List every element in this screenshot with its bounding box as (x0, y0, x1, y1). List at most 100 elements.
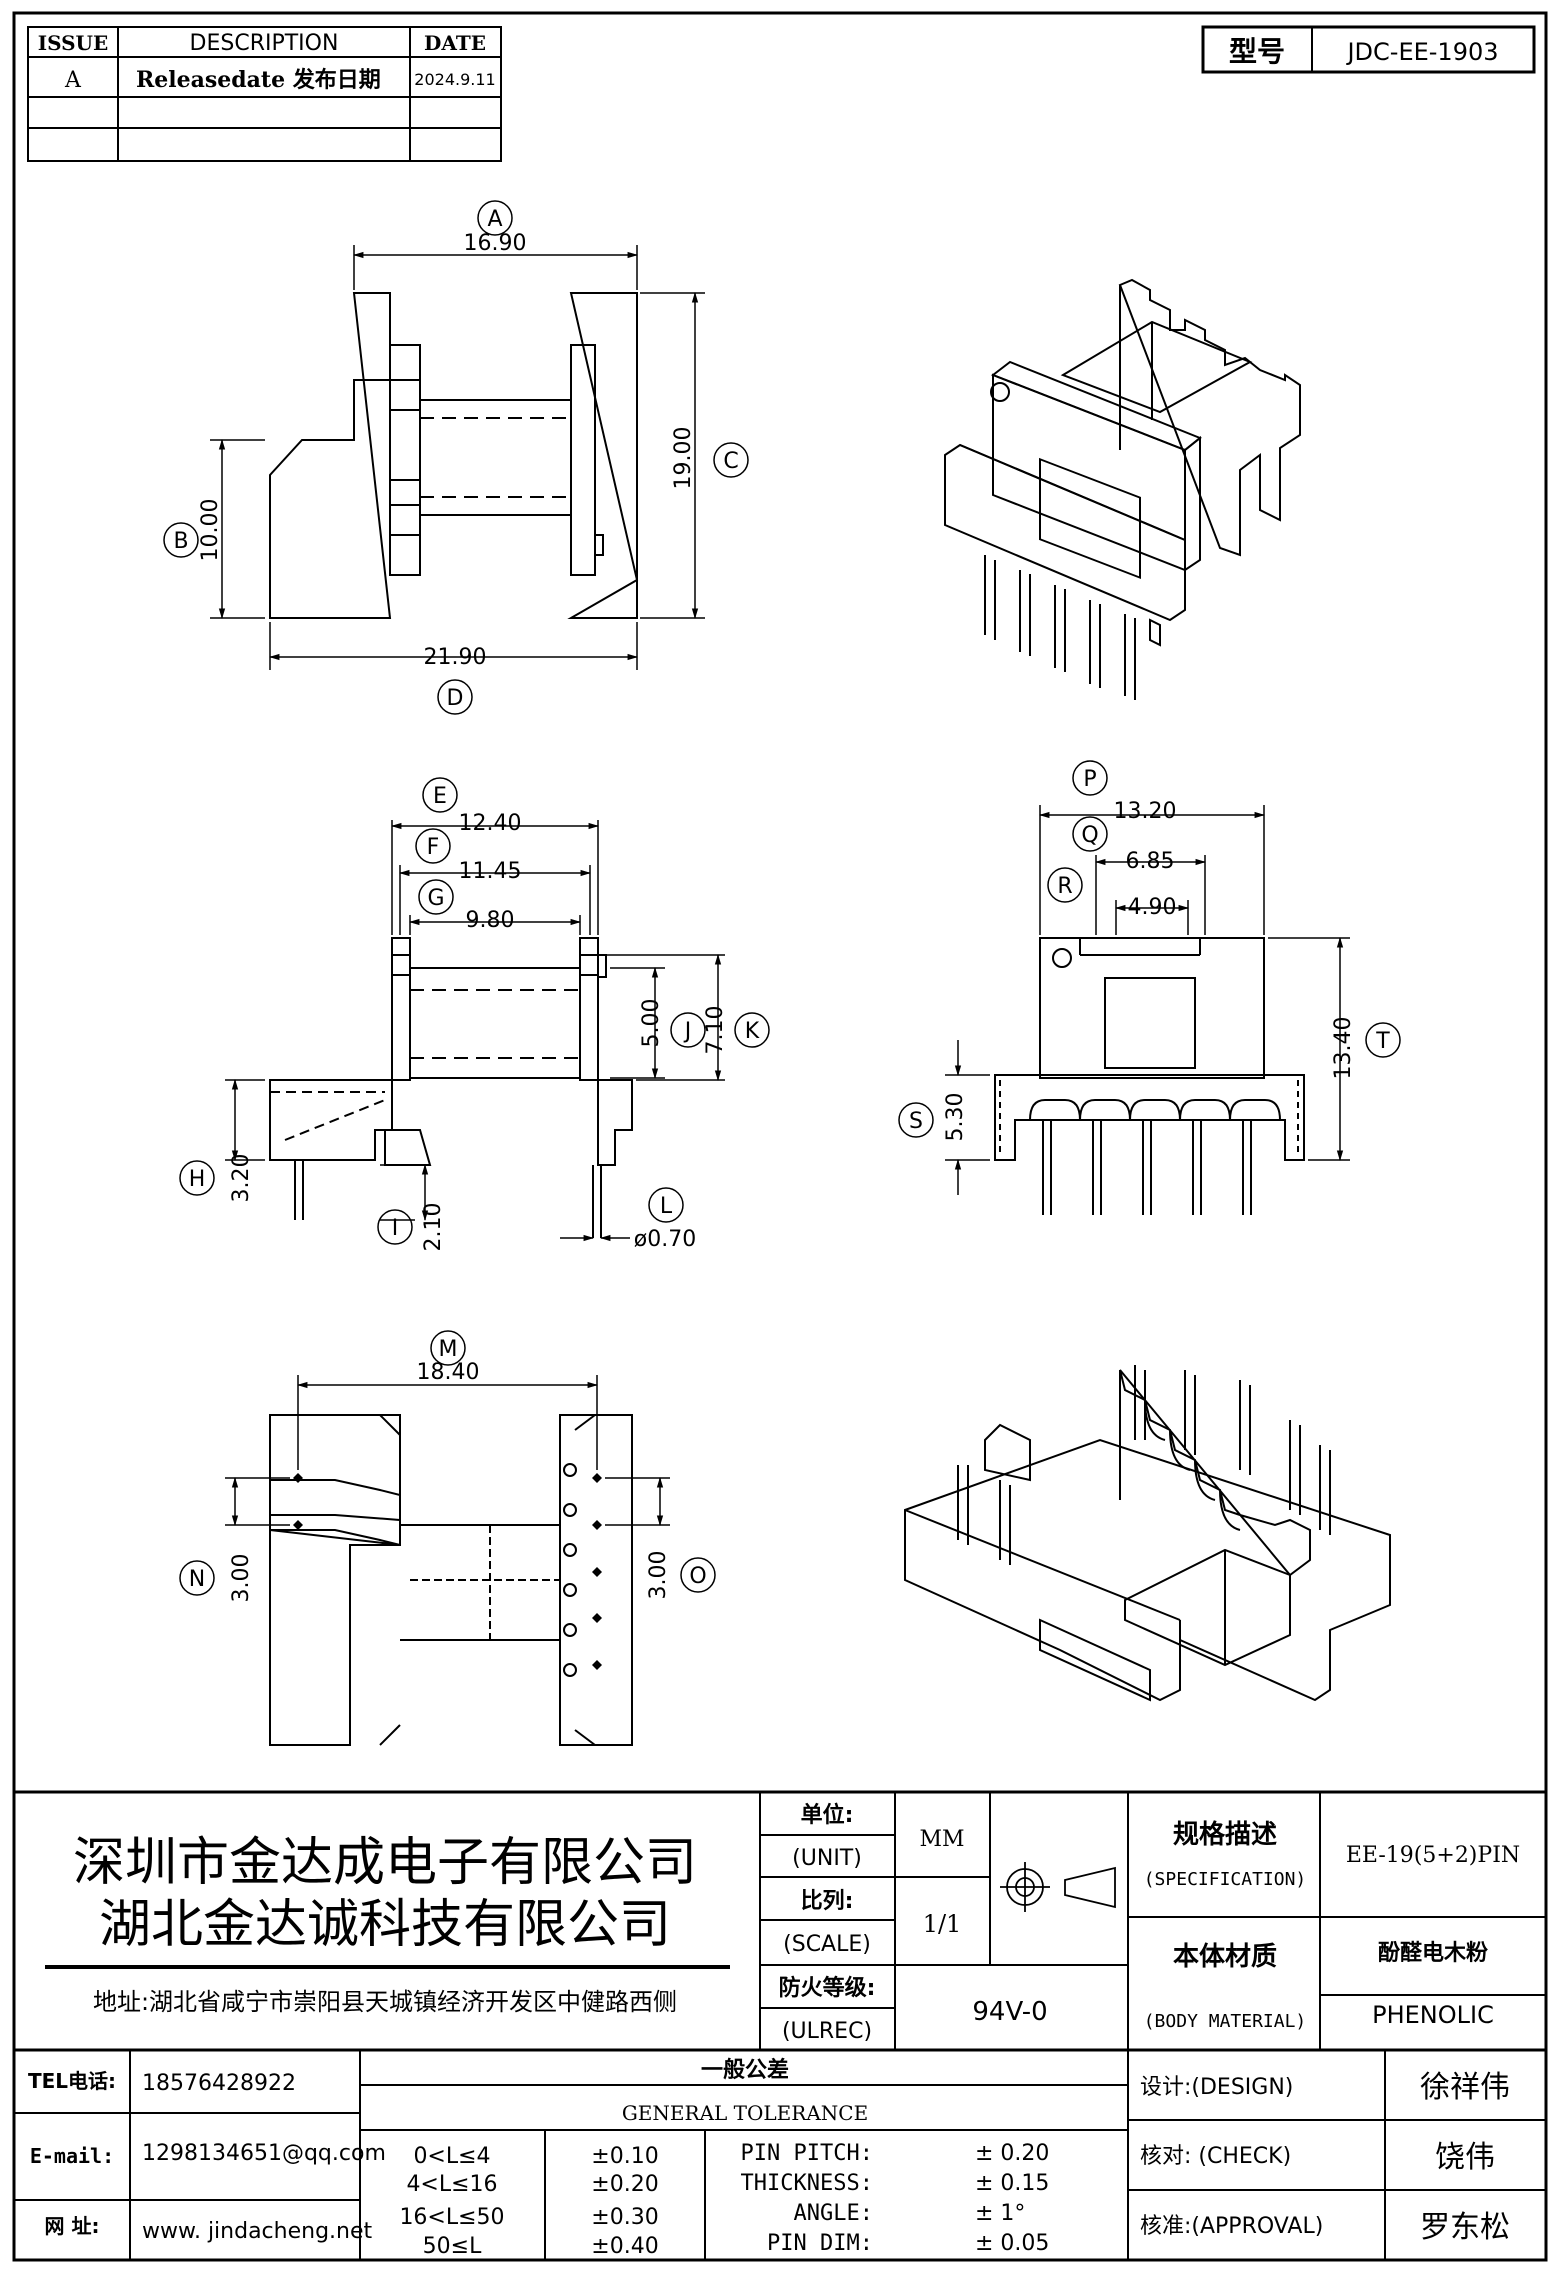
scale-label-en: (SCALE) (783, 1932, 871, 1957)
bottom-view (269, 1414, 633, 1746)
email-value: 1298134651@qq.com (142, 2141, 386, 2166)
tolerance-value: ±0.10 (591, 2144, 658, 2169)
dim-h: H 3.20 (179, 1154, 254, 1203)
approval-name: 罗东松 (1420, 2210, 1510, 2245)
dim-e: E 12.40 (422, 777, 521, 836)
dim-m: M 18.40 (417, 1330, 480, 1385)
spec-label-en: (SPECIFICATION) (1144, 1869, 1307, 1890)
tolerance-value: ±0.20 (591, 2172, 658, 2197)
svg-text:K: K (745, 1019, 760, 1044)
dim-a: A 16.90 (464, 200, 527, 256)
rev-row-issue: A (64, 68, 82, 93)
tolerance-other-name: ANGLE: (794, 2201, 873, 2226)
svg-text:N: N (189, 1567, 205, 1592)
svg-text:6.85: 6.85 (1126, 849, 1175, 874)
company-name-1: 深圳市金达成电子有限公司 (73, 1833, 697, 1893)
svg-text:11.45: 11.45 (459, 859, 522, 884)
svg-text:ø0.70: ø0.70 (634, 1227, 696, 1252)
svg-text:3.00: 3.00 (646, 1551, 671, 1600)
sheet-border (12, 11, 1548, 2262)
top-view-dims (210, 245, 705, 670)
svg-text:O: O (689, 1564, 706, 1589)
tolerance-other-value: ± 0.05 (975, 2231, 1049, 2256)
svg-text:16.90: 16.90 (464, 231, 527, 256)
svg-text:T: T (1375, 1029, 1390, 1054)
tolerance-value: ±0.30 (591, 2205, 658, 2230)
dim-g: G 9.80 (418, 879, 515, 933)
tolerance-other-value: ± 0.20 (975, 2141, 1049, 2166)
material-label-cn: 本体材质 (1173, 1942, 1277, 1972)
scale-value: 1/1 (923, 1910, 962, 1938)
svg-text:P: P (1083, 767, 1096, 792)
svg-text:3.20: 3.20 (229, 1154, 254, 1203)
rev-header-date: DATE (424, 31, 486, 55)
dim-o: 3.00 O (646, 1551, 716, 1600)
top-view (269, 292, 639, 619)
svg-text:5.00: 5.00 (639, 999, 664, 1048)
material-label-en: (BODY MATERIAL) (1144, 2011, 1307, 2032)
model-box (1201, 25, 1536, 74)
bottom-view-pin-marks (293, 1473, 602, 1670)
ulrec-value: 94V-0 (972, 1997, 1047, 2027)
email-label: E-mail: (30, 2144, 114, 2168)
tolerance-value: ±0.40 (591, 2234, 658, 2259)
front-view-dims (225, 820, 725, 1242)
svg-text:D: D (447, 686, 464, 711)
dim-c: C 19.00 (671, 427, 749, 490)
tolerance-other-value: ± 1° (975, 2201, 1025, 2226)
dim-l: L ø0.70 (634, 1187, 696, 1252)
svg-text:G: G (427, 886, 444, 911)
svg-text:I: I (392, 1216, 399, 1241)
unit-value: MM (919, 1827, 964, 1852)
model-value: JDC-EE-1903 (1345, 38, 1498, 66)
scale-label-cn: 比列: (801, 1889, 854, 1914)
svg-text:F: F (427, 835, 440, 860)
svg-text:9.80: 9.80 (466, 908, 515, 933)
svg-text:E: E (433, 784, 447, 809)
tel-value: 18576428922 (142, 2071, 296, 2096)
svg-text:7.10: 7.10 (703, 1006, 728, 1055)
rev-header-issue: ISSUE (38, 31, 109, 55)
dim-f: F 11.45 (415, 828, 522, 884)
projection-symbol-icon (1000, 1862, 1116, 1912)
svg-text:S: S (909, 1109, 923, 1134)
svg-text:4.90: 4.90 (1128, 895, 1177, 920)
side-view (994, 937, 1305, 1215)
tolerance-range: 16<L≤50 (399, 2205, 504, 2230)
tolerance-ranges: 0<L≤4 4<L≤16 16<L≤50 50≤L ±0.10 ±0.20 ±0… (399, 2144, 658, 2259)
svg-text:L: L (660, 1194, 673, 1219)
check-name: 饶伟 (1435, 2140, 1495, 2175)
rev-row-description: Releasedate 发布日期 (136, 67, 381, 93)
dim-b: B 10.00 (163, 499, 223, 561)
tolerance-title-cn: 一般公差 (701, 2057, 789, 2083)
svg-text:13.40: 13.40 (1331, 1017, 1356, 1080)
svg-text:R: R (1057, 874, 1072, 899)
approval-label: 核准:(APPROVAL) (1140, 2214, 1323, 2239)
bottom-view-dims (225, 1375, 670, 1527)
svg-text:18.40: 18.40 (417, 1360, 480, 1385)
iso-view-1 (944, 278, 1301, 700)
web-label: 网 址: (45, 2214, 100, 2238)
spec-value: EE-19(5+2)PIN (1346, 1843, 1520, 1868)
svg-text:21.90: 21.90 (424, 645, 487, 670)
unit-label-cn: 单位: (801, 1802, 854, 1828)
tolerance-other-value: ± 0.15 (975, 2171, 1049, 2196)
rev-header-description: DESCRIPTION (190, 31, 339, 56)
ulrec-label-en: (ULREC) (782, 2019, 872, 2044)
material-value-cn: 酚醛电木粉 (1378, 1941, 1488, 1966)
front-view (269, 937, 633, 1238)
svg-text:C: C (723, 449, 738, 474)
revision-table (27, 26, 502, 162)
check-label: 核对: (CHECK) (1140, 2144, 1291, 2169)
svg-text:19.00: 19.00 (671, 427, 696, 490)
design-name: 徐祥伟 (1420, 2070, 1510, 2105)
dim-k: 7.10 K (703, 1006, 770, 1055)
dim-t: 13.40 T (1331, 1017, 1401, 1080)
svg-text:A: A (487, 207, 502, 232)
model-label: 型号 (1229, 35, 1285, 68)
tolerance-other-name: PIN DIM: (767, 2231, 873, 2256)
svg-text:Q: Q (1081, 823, 1098, 848)
dim-n: N 3.00 (179, 1554, 254, 1602)
svg-text:J: J (683, 1019, 692, 1044)
